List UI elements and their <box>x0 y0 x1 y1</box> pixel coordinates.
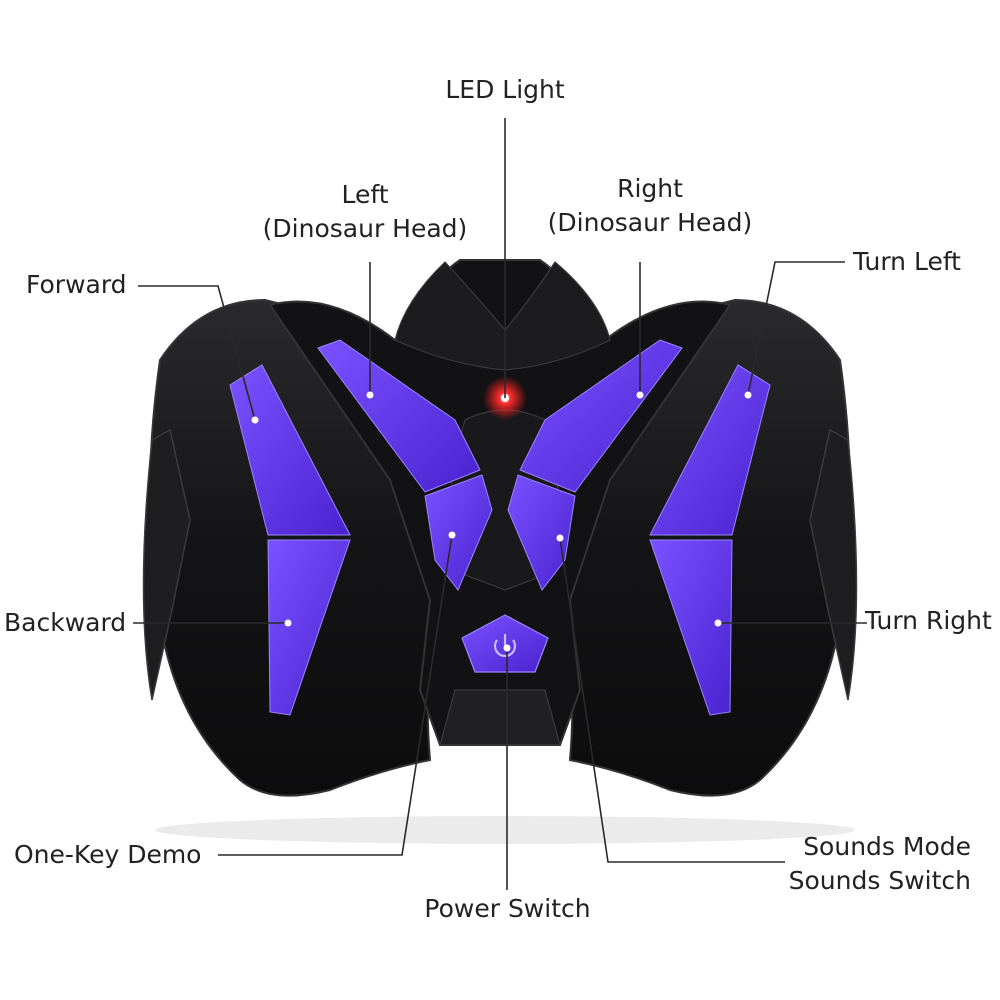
turn-right-button[interactable] <box>649 539 733 716</box>
label-power-switch: Power Switch <box>424 894 591 923</box>
chin-block <box>439 689 561 746</box>
right-wing-side-panel <box>809 428 858 701</box>
dot-turn-left <box>744 391 752 399</box>
backward-button[interactable] <box>267 539 351 716</box>
turn-left-button[interactable] <box>649 364 771 536</box>
leader-lines <box>133 118 867 890</box>
label-backward: Backward <box>4 608 127 637</box>
callout-dots <box>251 391 752 652</box>
leader-forward <box>138 285 256 421</box>
forward-button[interactable] <box>229 364 351 536</box>
label-forward: Forward <box>26 270 127 299</box>
right-head-lower-button[interactable] <box>507 474 576 591</box>
dot-forward <box>251 416 259 424</box>
left-wing-side-panel <box>142 428 191 701</box>
left-head-upper-button[interactable] <box>317 339 481 493</box>
label-left-head-line2: (Dinosaur Head) <box>262 214 468 243</box>
dot-right-head <box>636 391 644 399</box>
label-sounds-mode: Sounds Mode <box>803 832 971 861</box>
label-turn-right: Turn Right <box>865 606 992 635</box>
label-right-head-line2: (Dinosaur Head) <box>547 208 753 237</box>
label-sounds-switch: Sounds Switch <box>788 866 971 895</box>
left-head-lower-button[interactable] <box>424 474 493 591</box>
ground-shadow <box>155 816 855 844</box>
leader-one-key-demo <box>218 534 453 856</box>
dot-one-key-demo <box>448 531 456 539</box>
dot-power-switch <box>503 644 511 652</box>
leader-sounds-mode <box>559 537 785 863</box>
dot-turn-right <box>714 619 722 627</box>
dot-backward <box>284 619 292 627</box>
label-turn-left: Turn Left <box>853 247 961 276</box>
dot-left-head <box>366 391 374 399</box>
label-left-head-line1: Left <box>341 180 389 209</box>
label-right-head-line1: Right <box>617 174 683 203</box>
leader-turn-left <box>747 261 845 396</box>
right-head-upper-button[interactable] <box>519 339 683 493</box>
label-led-light: LED Light <box>445 75 565 104</box>
label-one-key-demo: One-Key Demo <box>14 840 202 869</box>
dot-sounds-mode <box>556 534 564 542</box>
